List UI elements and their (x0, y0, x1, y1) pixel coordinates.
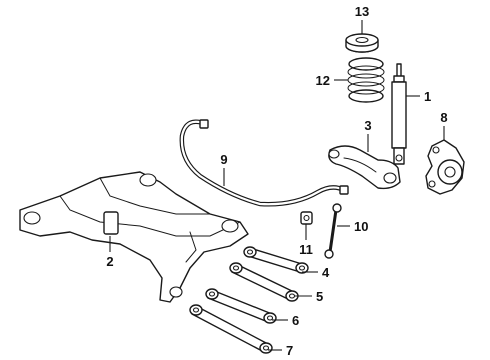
lower-control-arm (328, 145, 401, 190)
rear-subframe (19, 171, 249, 303)
callout-9: 9 (220, 152, 227, 167)
spring-upper-mount (345, 33, 379, 53)
stabilizer-link (324, 203, 342, 259)
callout-5: 5 (316, 289, 323, 304)
callout-3: 3 (364, 118, 371, 133)
callout-12: 12 (316, 73, 330, 88)
callout-11: 11 (299, 242, 313, 257)
link-5 (229, 262, 299, 302)
callout-10: 10 (354, 219, 368, 234)
link-4 (243, 246, 309, 274)
callout-6: 6 (292, 313, 299, 328)
callout-4: 4 (322, 265, 330, 280)
callout-7: 7 (286, 343, 293, 358)
link-7 (189, 304, 273, 354)
coil-spring (347, 57, 385, 103)
leader-lines (109, 20, 445, 351)
stabilizer-bar (179, 119, 349, 207)
callout-13: 13 (355, 4, 369, 19)
callout-1: 1 (424, 89, 431, 104)
callout-2: 2 (106, 254, 113, 269)
wheel-knuckle (425, 139, 465, 195)
shock-absorber (391, 63, 407, 165)
callout-labels: 13 12 1 3 8 9 10 11 2 4 5 6 7 (106, 4, 447, 358)
callout-8: 8 (440, 110, 447, 125)
stabilizer-bushing (300, 211, 313, 225)
